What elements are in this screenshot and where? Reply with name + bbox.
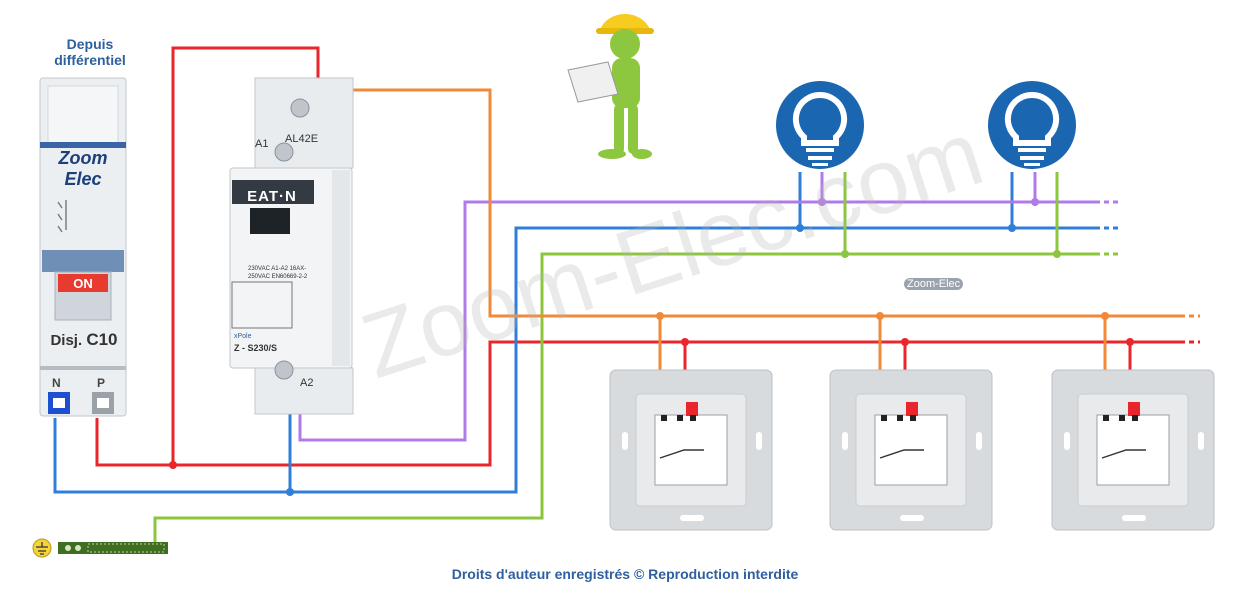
lightbulb-icon <box>1004 91 1060 166</box>
breaker-brand: Zoom Elec <box>58 148 108 189</box>
earth-ground-icon <box>32 538 52 558</box>
lightbulb-icon <box>792 91 848 166</box>
junction-dots <box>169 198 1134 496</box>
copyright-notice: Droits d'auteur enregistrés © Reproducti… <box>451 566 799 582</box>
relay-terminal-a1: A1 <box>255 138 269 150</box>
relay-terminal-a2: A2 <box>300 377 314 389</box>
breaker-rating: C10 <box>86 330 118 349</box>
relay-series: xPole <box>234 333 252 340</box>
relay-terminal-al: AL42E <box>285 133 319 145</box>
lamp-return-wire <box>298 172 1095 442</box>
earth-terminal-bar <box>58 542 168 554</box>
terminal-n-label: N <box>52 376 61 390</box>
push-button-3 <box>1051 369 1215 531</box>
remote-switch <box>229 77 354 415</box>
breaker-rating-label: Disj. C10 <box>44 330 124 350</box>
neutral-wire <box>53 172 1095 494</box>
relay-brand: EAT·N <box>247 188 297 205</box>
breaker-state: ON <box>73 276 93 291</box>
lamp-1 <box>776 81 864 169</box>
breaker-label: Disj. <box>50 332 83 349</box>
terminal-p-label: P <box>97 376 106 390</box>
push-button-1 <box>609 369 773 531</box>
lamp-2 <box>988 81 1076 169</box>
worker-figure-icon <box>567 14 654 159</box>
circuit-breaker <box>39 77 127 417</box>
source-label: Depuis différentiel <box>54 36 126 68</box>
relay-model: Z - S230/S <box>234 343 278 353</box>
push-button-2 <box>829 369 993 531</box>
relay-spec: 230VAC A1-A2 16AX-250VAC EN60669-2-2 <box>248 266 308 280</box>
zoom-elec-logo: Zoom-Elec <box>904 278 964 290</box>
earth-wire <box>153 172 1095 548</box>
